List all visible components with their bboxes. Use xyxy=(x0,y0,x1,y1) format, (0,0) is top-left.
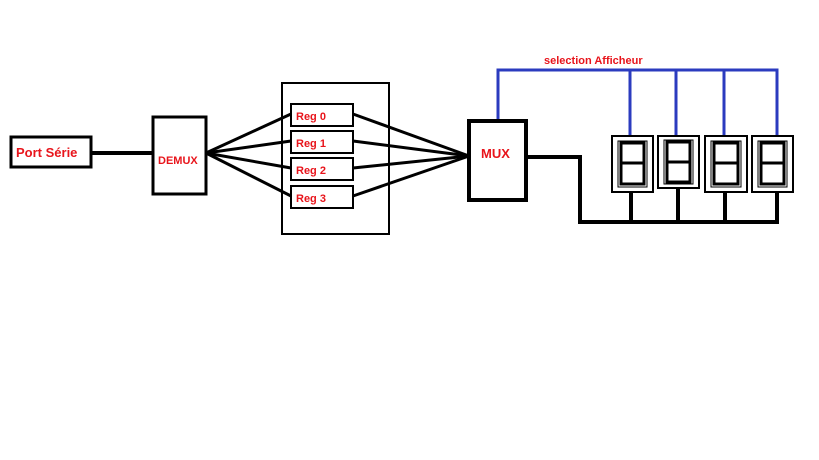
mux-block: MUX xyxy=(467,119,528,202)
register-2-label: Reg 2 xyxy=(296,165,326,177)
register-3-label: Reg 3 xyxy=(296,193,326,205)
display-data-bus xyxy=(526,155,779,224)
port-serie-label: Port Série xyxy=(16,145,77,160)
port-serie-block: Port Série xyxy=(9,135,93,169)
register-0-label: Reg 0 xyxy=(296,111,326,123)
mux-label: MUX xyxy=(481,146,510,161)
seven-segment-display-1 xyxy=(611,135,654,193)
seven-segment-display-4 xyxy=(751,135,794,193)
select-bus-label: selection Afficheur xyxy=(544,55,643,67)
register-2: Reg 2 xyxy=(290,157,354,181)
wires-registers-to-mux xyxy=(352,112,470,198)
register-1: Reg 1 xyxy=(290,130,354,154)
register-0: Reg 0 xyxy=(290,103,354,127)
seven-segment-display-2 xyxy=(657,135,700,189)
demux-block: DEMUX xyxy=(151,115,208,196)
register-1-label: Reg 1 xyxy=(296,138,326,150)
select-bus xyxy=(496,68,779,136)
register-bank xyxy=(281,82,390,235)
demux-label: DEMUX xyxy=(158,155,198,167)
register-3: Reg 3 xyxy=(290,185,354,209)
seven-segment-display-3 xyxy=(704,135,748,193)
wires-demux-to-registers xyxy=(205,112,292,198)
